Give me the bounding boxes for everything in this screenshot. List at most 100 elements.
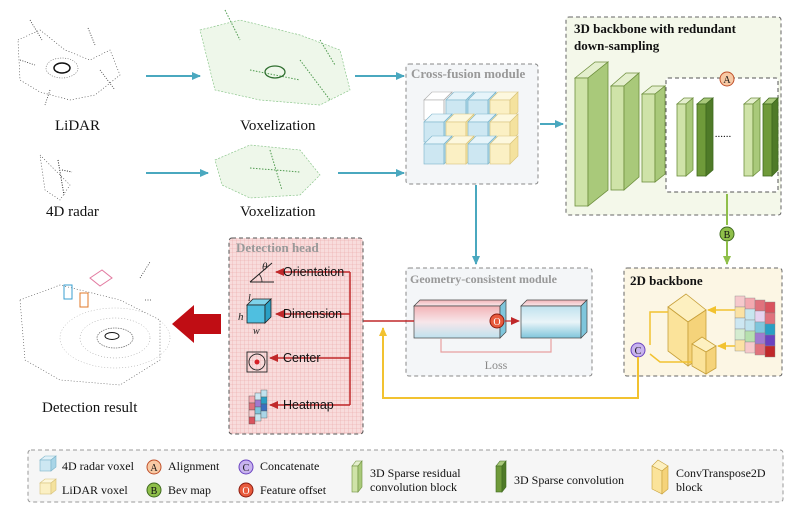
legend-concatenate-text: Concatenate: [260, 459, 320, 473]
concat-to-head-arrow: [379, 327, 639, 399]
to-result-arrow: [172, 305, 221, 343]
heatmap-cell: [260, 403, 268, 412]
heatmap-cell: [248, 402, 256, 411]
legend-sparse-conv-icon: [495, 460, 507, 493]
head-center-label: Center: [283, 351, 321, 365]
backbone-3d-box: A ......: [565, 16, 782, 216]
legend: A B C O: [27, 449, 784, 503]
bev-cell: [754, 321, 766, 334]
detection-result-label: Detection result: [42, 400, 138, 416]
backbone-2d-box: C: [623, 267, 783, 377]
heatmap-cell: [248, 416, 256, 425]
bev-map-marker-label: B: [724, 230, 731, 241]
backbone-3d-title-line2: down-sampling: [574, 38, 660, 53]
heatmap-cell: [248, 395, 256, 404]
cross-fusion-module: [405, 63, 539, 185]
detection-result-image: [19, 261, 171, 386]
lidar-point-cloud: [17, 19, 121, 106]
legend-bev-map-text: Bev map: [168, 483, 211, 497]
conv-transpose-block-2: [691, 336, 717, 375]
bev-cell: [734, 295, 746, 308]
bev-cell: [744, 297, 756, 310]
legend-lidar-voxel-swatch: [39, 478, 57, 495]
theta-symbol: θ: [262, 261, 268, 273]
bev-cell: [744, 330, 756, 343]
bev-feature-grid: [734, 295, 776, 358]
sparse-residual-block-5: [742, 97, 762, 177]
radar-voxelization-cloud: [214, 144, 321, 199]
legend-feature-offset-text: Feature offset: [260, 483, 327, 497]
cross-fusion-title: Cross-fusion module: [411, 66, 526, 81]
sparse-residual-block-1: [573, 61, 610, 207]
bev-cell: [754, 310, 766, 323]
lidar-voxelization-label: Voxelization: [240, 118, 316, 134]
sparse-residual-block-4: [675, 97, 695, 177]
legend-radar-voxel-swatch: [39, 455, 57, 472]
backbone-3d-title-line1: 3D backbone with redundant: [574, 21, 737, 36]
bev-cell: [734, 306, 746, 319]
bev-cell: [734, 328, 746, 341]
bev-cell: [744, 319, 756, 332]
bev-cell: [744, 341, 756, 354]
fusion-voxel-grid: [423, 91, 519, 165]
fusion-cube: [489, 135, 519, 165]
dim-w-symbol: w: [253, 326, 260, 337]
heatmap-cell: [260, 389, 268, 398]
bev-cell: [764, 301, 776, 314]
bev-cell: [754, 299, 766, 312]
orientation-icon: [249, 262, 274, 283]
legend-conv-transpose-text-1: ConvTranspose2D: [676, 466, 766, 480]
geometry-module-title: Geometry-consistent module: [410, 272, 558, 286]
legend-bev-map-icon-letter: B: [151, 486, 158, 497]
geometry-input-feature: [413, 305, 501, 339]
legend-concatenate-icon-letter: C: [243, 463, 250, 474]
radar-label: 4D radar: [46, 204, 99, 220]
sparse-residual-block-3: [640, 85, 667, 183]
detection-head-title: Detection head: [236, 240, 319, 255]
geometry-consistent-module: O Loss: [405, 267, 593, 377]
dimension-icon: [246, 298, 272, 324]
legend-conv-transpose-text-2: block: [676, 480, 703, 494]
loss-label: Loss: [485, 358, 508, 372]
bev-cell: [734, 339, 746, 352]
bev-cell: [764, 323, 776, 336]
bev-cell: [764, 312, 776, 325]
alignment-marker: [719, 71, 735, 87]
legend-sparse-conv-text: 3D Sparse convolution: [514, 473, 624, 487]
bev-cell: [754, 343, 766, 356]
sparse-conv-block-2: [762, 97, 779, 177]
sparse-residual-block-2: [609, 72, 641, 191]
bev-cell: [764, 334, 776, 347]
ellipsis-dots: ......: [715, 128, 732, 140]
head-dimension-label: Dimension: [283, 307, 342, 321]
legend-concatenate-icon: [238, 459, 254, 475]
alignment-marker-label: A: [723, 75, 731, 86]
legend-alignment-icon: [146, 459, 162, 475]
heatmap-cell: [254, 406, 262, 415]
legend-sparse-residual-text-1: 3D Sparse residual: [370, 466, 461, 480]
center-icon: [246, 351, 268, 373]
legend-conv-transpose-icon: [651, 459, 669, 495]
bev-cell: [744, 308, 756, 321]
dim-h-symbol: h: [238, 311, 244, 323]
detection-head: θ h l w: [228, 237, 364, 435]
heatmap-cell: [260, 410, 268, 419]
bev-cell: [734, 317, 746, 330]
legend-alignment-icon-letter: A: [150, 463, 158, 474]
feature-offset-marker-label: O: [493, 317, 500, 328]
legend-alignment-text: Alignment: [168, 459, 220, 473]
heatmap-icon: [248, 389, 268, 425]
heatmap-cell: [248, 409, 256, 418]
heatmap-cell: [254, 399, 262, 408]
head-orientation-label: Orientation: [283, 265, 344, 279]
legend-lidar-voxel-text: LiDAR voxel: [62, 483, 128, 497]
heatmap-cell: [260, 396, 268, 405]
legend-sparse-residual-icon: [351, 460, 363, 493]
legend-bev-map-icon: [146, 482, 162, 498]
lidar-voxelization-cloud: [199, 9, 351, 106]
sparse-conv-block-1: [695, 97, 715, 177]
legend-sparse-residual-text-2: convolution block: [370, 480, 457, 494]
concatenate-marker-label: C: [635, 346, 642, 357]
heatmap-cell: [254, 413, 262, 422]
loss-bracket: [440, 339, 552, 353]
